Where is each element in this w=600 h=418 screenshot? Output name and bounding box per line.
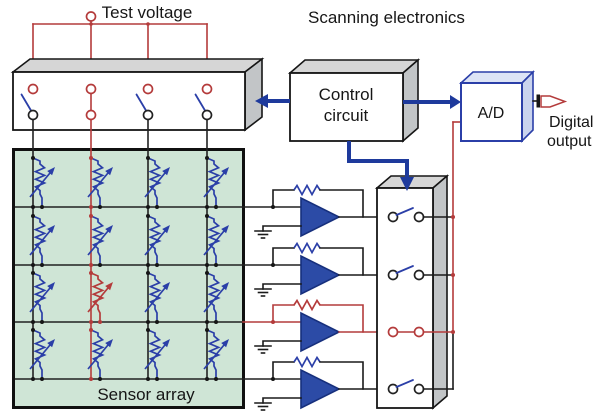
arrow-to-mux-icon	[400, 177, 414, 191]
feedback-resistor-4	[293, 355, 321, 369]
ad-label: A/D	[478, 105, 505, 122]
ad-converter-box: A/D	[458, 70, 535, 143]
digital-output: Digital output	[532, 94, 593, 150]
mux-switch-1	[387, 207, 454, 223]
column-switch-2	[85, 83, 97, 121]
control-arrows	[255, 94, 461, 191]
mux-switch-4	[387, 379, 454, 395]
amplifier-2	[254, 241, 390, 297]
digital-output-connector-icon	[540, 95, 568, 108]
ground-icon	[254, 225, 302, 239]
arrow-to-ad-icon	[450, 95, 461, 109]
ground-icon	[254, 397, 302, 411]
opamp-2	[300, 254, 341, 296]
test-voltage-label: Test voltage	[102, 3, 193, 22]
switch-bank	[10, 57, 265, 132]
control-circuit-label-line1: Control	[319, 85, 374, 104]
amplifier-4	[254, 355, 390, 411]
connector-pin-icon	[536, 94, 540, 108]
mux-switch-2	[387, 265, 454, 281]
feedback-resistor-3	[293, 298, 321, 312]
scanning-electronics-label: Scanning electronics	[308, 8, 465, 27]
opamp-3	[300, 311, 341, 353]
arrow-to-switch-bank-icon	[255, 94, 268, 108]
test-voltage-bus	[32, 11, 208, 86]
feedback-resistor-1	[293, 183, 321, 197]
feedback-resistor-2	[293, 241, 321, 255]
sensor-array: Sensor array	[12, 118, 302, 409]
mux-switch-3-closed	[387, 326, 454, 338]
ground-icon	[254, 340, 302, 354]
sensor-array-label: Sensor array	[97, 385, 195, 404]
amplifier-3	[254, 298, 390, 354]
opamp-1	[300, 196, 341, 238]
test-voltage-terminal-icon	[85, 11, 97, 22]
ground-icon	[254, 283, 302, 297]
control-circuit-label-line2: circuit	[324, 106, 369, 125]
opamp-4	[300, 368, 341, 410]
digital-output-label-line1: Digital	[549, 114, 593, 131]
digital-output-label-line2: output	[547, 133, 592, 150]
amplifier-1	[254, 183, 390, 239]
multiplexer	[374, 121, 462, 410]
control-circuit-box: Control circuit	[287, 58, 421, 143]
junction-dots	[31, 156, 218, 381]
